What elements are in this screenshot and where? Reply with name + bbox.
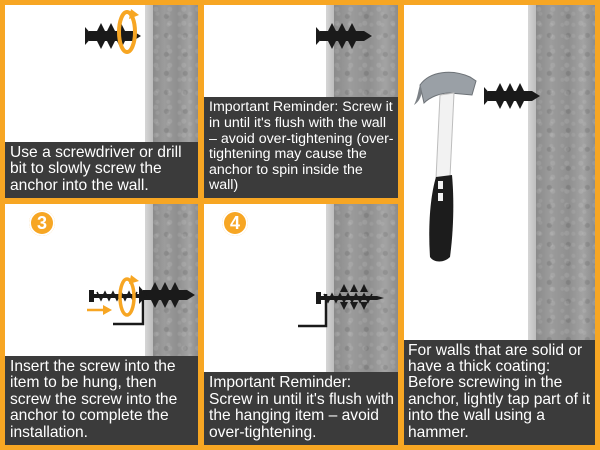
rotation-arrow-icon bbox=[117, 9, 139, 54]
step2-caption: Important Reminder: Screw it in until it… bbox=[204, 97, 398, 198]
step1-panel: Use a screwdriver or drill bit to slowly… bbox=[5, 5, 198, 198]
wall-edge bbox=[528, 5, 538, 445]
step3-caption: Insert the screw into the item to be hun… bbox=[5, 355, 198, 445]
wall-edge bbox=[145, 204, 155, 445]
hammer-tip-panel: For walls that are solid or have a thick… bbox=[404, 5, 595, 445]
step3-panel: 3 Insert the screw into the item to be h… bbox=[5, 204, 198, 445]
step1-caption: Use a screwdriver or drill bit to slowly… bbox=[5, 141, 198, 198]
step4-caption: Important Reminder: Screw in until it's … bbox=[204, 372, 398, 445]
hammer-tip-caption: For walls that are solid or have a thick… bbox=[404, 339, 595, 445]
wall-edge bbox=[145, 5, 155, 198]
wall-edge bbox=[326, 204, 336, 445]
hanging-bracket-icon bbox=[113, 292, 145, 326]
drywall-anchor-icon bbox=[484, 83, 540, 109]
step-number-badge: 3 bbox=[29, 210, 55, 236]
hammer-icon bbox=[414, 71, 477, 262]
rotation-arrow-icon bbox=[118, 275, 139, 317]
drywall-anchor-icon bbox=[316, 23, 372, 49]
step-number-badge: 4 bbox=[222, 210, 248, 236]
drywall-anchor-icon bbox=[340, 284, 368, 310]
drywall-anchor-icon bbox=[139, 282, 195, 308]
screw-icon bbox=[316, 292, 384, 304]
step2-panel: Important Reminder: Screw it in until it… bbox=[204, 5, 398, 198]
step4-panel: 4 Important Reminder: Screw in until it'… bbox=[204, 204, 398, 445]
hanging-bracket-icon bbox=[298, 294, 328, 328]
direction-arrow-icon bbox=[87, 305, 112, 315]
